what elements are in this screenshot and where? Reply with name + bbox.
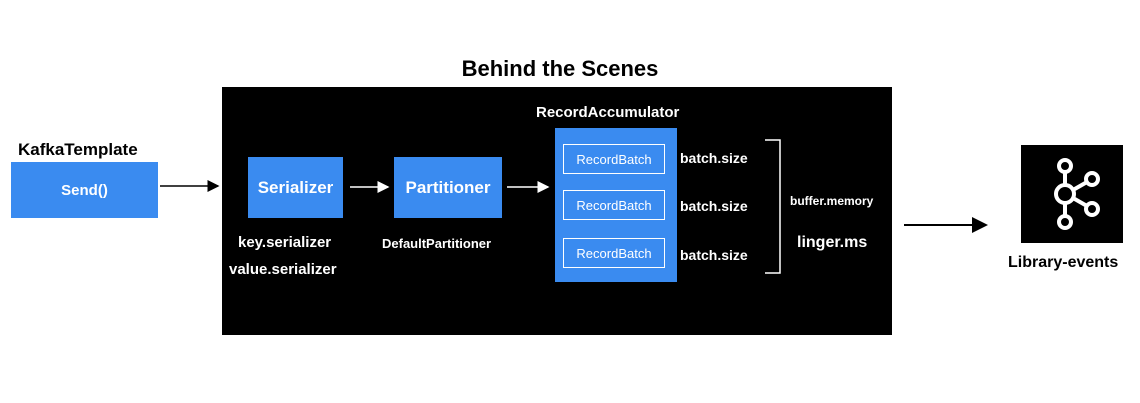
batch-size-label-1: batch.size bbox=[680, 150, 748, 166]
value-serializer-label: value.serializer bbox=[229, 261, 337, 278]
linger-ms-label: linger.ms bbox=[797, 234, 868, 251]
batch-size-label-3: batch.size bbox=[680, 247, 748, 263]
send-button[interactable]: Send() bbox=[11, 162, 158, 218]
record-batch-2: RecordBatch bbox=[563, 190, 665, 220]
config-bracket bbox=[765, 139, 781, 274]
buffer-memory-label: buffer.memory bbox=[790, 194, 874, 208]
diagram-title: Behind the Scenes bbox=[461, 56, 659, 81]
default-partitioner-label: DefaultPartitioner bbox=[382, 236, 492, 251]
record-accumulator-box: RecordBatch RecordBatch RecordBatch bbox=[555, 128, 677, 282]
record-batch-3: RecordBatch bbox=[563, 238, 665, 268]
kafka-logo-icon bbox=[1021, 145, 1123, 243]
kafka-template-title: KafkaTemplate bbox=[18, 140, 138, 159]
key-serializer-label: key.serializer bbox=[238, 234, 332, 251]
topic-label: Library-events bbox=[1008, 254, 1119, 271]
partitioner-box: Partitioner bbox=[394, 157, 502, 218]
serializer-box: Serializer bbox=[248, 157, 343, 218]
batch-size-label-2: batch.size bbox=[680, 198, 748, 214]
record-accumulator-title: RecordAccumulator bbox=[536, 104, 680, 121]
record-batch-1: RecordBatch bbox=[563, 144, 665, 174]
